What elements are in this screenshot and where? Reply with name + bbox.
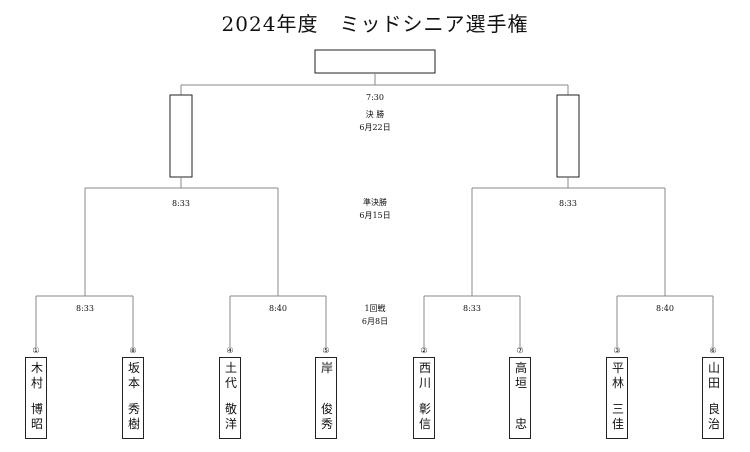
seed-label: ① [32, 346, 40, 355]
seed-label: ⑤ [322, 346, 330, 355]
seed-label: ③ [613, 346, 621, 355]
semi-time-right: 8:33 [559, 199, 577, 208]
player-name-char: 治 [707, 417, 720, 431]
player-name-char: 昭 [30, 417, 43, 431]
player-name-char: 佳 [611, 417, 624, 431]
seed-label: ④ [226, 346, 234, 355]
player-name-char: 彰 [418, 402, 431, 416]
player-name-char: 三 [611, 402, 624, 416]
player-name-char: 秀 [320, 417, 333, 431]
player-name-char: 川 [418, 376, 431, 390]
player-name-char: 村 [30, 376, 43, 390]
semi-round-date: 6月15日 [359, 211, 391, 220]
player-name-char: 秀 [127, 402, 140, 416]
player-name-char: 平 [611, 361, 624, 375]
r1-time-3: 8:33 [463, 304, 481, 313]
player-box: 平 林 三 佳 [606, 357, 628, 439]
player-name-char: 西 [418, 361, 431, 375]
player-name-char: 博 [30, 402, 43, 416]
final-time: 7:30 [366, 93, 384, 102]
seed-label: ⑦ [516, 346, 524, 355]
player-name-char: 俊 [320, 402, 333, 416]
player-name-char: 土 [224, 361, 237, 375]
player-name-char: 信 [418, 417, 431, 431]
page-title: 2024年度 ミッドシニア選手権 [221, 12, 529, 36]
r1-time-4: 8:40 [656, 304, 674, 313]
player-name-char: 田 [707, 376, 720, 390]
player-box: 山 田 良 治 [702, 357, 724, 439]
player-name-char: 林 [611, 376, 624, 390]
seed-label: ⑥ [709, 346, 717, 355]
player-box: 高 垣 忠 [509, 357, 531, 439]
player-name-char: 本 [127, 376, 140, 390]
player-name-char: 敬 [224, 402, 237, 416]
player-box: 岸 俊 秀 [315, 357, 337, 439]
player-name-char: 垣 [514, 376, 527, 390]
player-box: 坂 本 秀 樹 [122, 357, 144, 439]
semi-time-left: 8:33 [172, 199, 190, 208]
player-box: 木 村 博 昭 [25, 357, 47, 439]
finalist-box-left [169, 94, 193, 178]
r1-round-name: 1回戦 [364, 304, 386, 313]
final-round-name: 決 勝 [365, 110, 385, 119]
player-name-char: 高 [514, 361, 527, 375]
champion-box [314, 49, 436, 74]
finalist-box-right [556, 94, 580, 178]
player-name-char: 代 [224, 376, 237, 390]
seed-label: ⑧ [129, 346, 137, 355]
player-name-char: 木 [30, 361, 43, 375]
player-name-char: 忠 [514, 417, 527, 431]
player-name-char: 岸 [320, 361, 333, 375]
r1-round-date: 6月8日 [361, 317, 389, 326]
player-box: 西 川 彰 信 [413, 357, 435, 439]
player-name-char: 洋 [224, 417, 237, 431]
seed-label: ② [420, 346, 428, 355]
player-name-char: 樹 [127, 417, 140, 431]
player-box: 土 代 敬 洋 [219, 357, 241, 439]
r1-time-2: 8:40 [269, 304, 287, 313]
player-name-char: 坂 [127, 361, 140, 375]
player-name-char: 良 [707, 402, 720, 416]
final-round-date: 6月22日 [359, 123, 391, 132]
player-name-char: 山 [707, 361, 720, 375]
r1-time-1: 8:33 [76, 304, 94, 313]
semi-round-name: 準決勝 [363, 198, 387, 207]
